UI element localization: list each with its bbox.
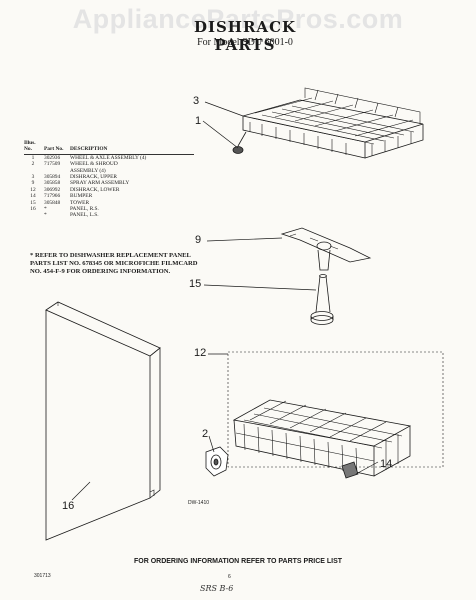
description-cell: SPRAY ARM ASSEMBLY <box>70 180 130 187</box>
illus-no-cell: 12 <box>30 186 36 193</box>
description-cell: DISHRACK, UPPER <box>70 174 118 181</box>
upper-dishrack-drawing <box>242 87 424 159</box>
description-cell: BUMPER <box>70 193 93 200</box>
table-row: 15 305848 TOWER <box>24 200 194 206</box>
table-row: 2 717509 WHEEL & SHROUD <box>24 161 194 167</box>
callout-1: 1 <box>195 115 202 127</box>
table-row: * PANEL, L.S. <box>24 212 194 218</box>
wheel-shroud-drawing <box>205 446 229 477</box>
part-no-cell: * <box>44 212 47 219</box>
callout-15: 15 <box>189 278 202 290</box>
callout-3: 3 <box>193 95 200 107</box>
lower-dishrack-drawing <box>227 351 444 477</box>
page-title: DISHRACK PARTS <box>193 18 297 54</box>
part-no-cell: 306992 <box>44 186 61 193</box>
part-no-cell: * <box>44 206 47 213</box>
table-row: 12 306992 DISHRACK, LOWER <box>24 187 194 193</box>
footer-note: FOR ORDERING INFORMATION REFER TO PARTS … <box>133 558 343 565</box>
description-cell: WHEEL & AXLE ASSEMBLY (4) <box>70 154 147 161</box>
table-row: 1 302936 WHEEL & AXLE ASSEMBLY (4) <box>24 154 194 161</box>
part-no-cell: 305858 <box>44 180 61 187</box>
callout-16: 16 <box>62 500 75 512</box>
callout-2: 2 <box>202 428 209 440</box>
part-no-cell: 305894 <box>44 174 61 181</box>
table-row: ASSEMBLY (4) <box>24 168 194 174</box>
figure-code: DW-1410 <box>188 500 210 506</box>
illus-no-cell: 3 <box>31 174 35 181</box>
illus-no-cell: 2 <box>31 161 35 168</box>
illus-no-cell: 9 <box>31 180 35 187</box>
tower-drawing <box>310 274 334 325</box>
callout-12: 12 <box>194 347 207 359</box>
leader-lines <box>71 101 379 501</box>
part-no-cell: 717509 <box>44 161 61 168</box>
table-row: 16 * PANEL, R.S. <box>24 206 194 212</box>
side-panel-drawing <box>45 301 161 541</box>
wheel-axle-drawing <box>232 131 247 154</box>
page-number: 6 <box>228 574 231 580</box>
part-no-cell: 717966 <box>44 193 61 200</box>
table-row: 3 305894 DISHRACK, UPPER <box>24 174 194 180</box>
illus-no-cell: 15 <box>30 199 36 206</box>
column-header-description: DESCRIPTION <box>70 140 194 155</box>
ordering-note: * REFER TO DISHWASHER REPLACEMENT PANEL … <box>30 252 198 275</box>
parts-table-body: 1 302936 WHEEL & AXLE ASSEMBLY (4) 2 717509 W… <box>24 154 194 219</box>
part-no-cell: 302936 <box>44 154 61 161</box>
table-row: 14 717966 BUMPER <box>24 193 194 199</box>
part-no-cell: 305848 <box>44 199 61 206</box>
column-header-illus-no: Illus. No. <box>24 140 44 155</box>
watermark: AppliancePartsPros.com <box>72 4 404 34</box>
illus-no-cell: 14 <box>30 193 36 200</box>
callout-9: 9 <box>195 234 202 246</box>
table-row: 9 305858 SPRAY ARM ASSEMBLY <box>24 180 194 186</box>
description-cell: ASSEMBLY (4) <box>70 167 106 174</box>
table-header-row: Illus. No. Part No. DESCRIPTION <box>24 140 194 155</box>
illus-no-cell: 16 <box>30 206 36 213</box>
bumper-drawing <box>341 461 359 479</box>
column-header-part-no: Part No. <box>44 140 70 155</box>
page-subtitle: For Model SDU 6001-0 <box>197 37 293 48</box>
description-cell: TOWER <box>70 199 90 206</box>
handwritten-mark: SRS B-6 <box>200 584 234 593</box>
description-cell: DISHRACK, LOWER <box>70 186 120 193</box>
spray-arm-drawing <box>280 227 372 271</box>
illus-no-cell: 1 <box>31 154 35 161</box>
description-cell: PANEL, R.S. <box>70 206 99 213</box>
description-cell: PANEL, L.S. <box>70 212 99 219</box>
document-code: 301713 <box>34 573 51 579</box>
description-cell: WHEEL & SHROUD <box>70 161 118 168</box>
callout-14: 14 <box>380 458 393 470</box>
